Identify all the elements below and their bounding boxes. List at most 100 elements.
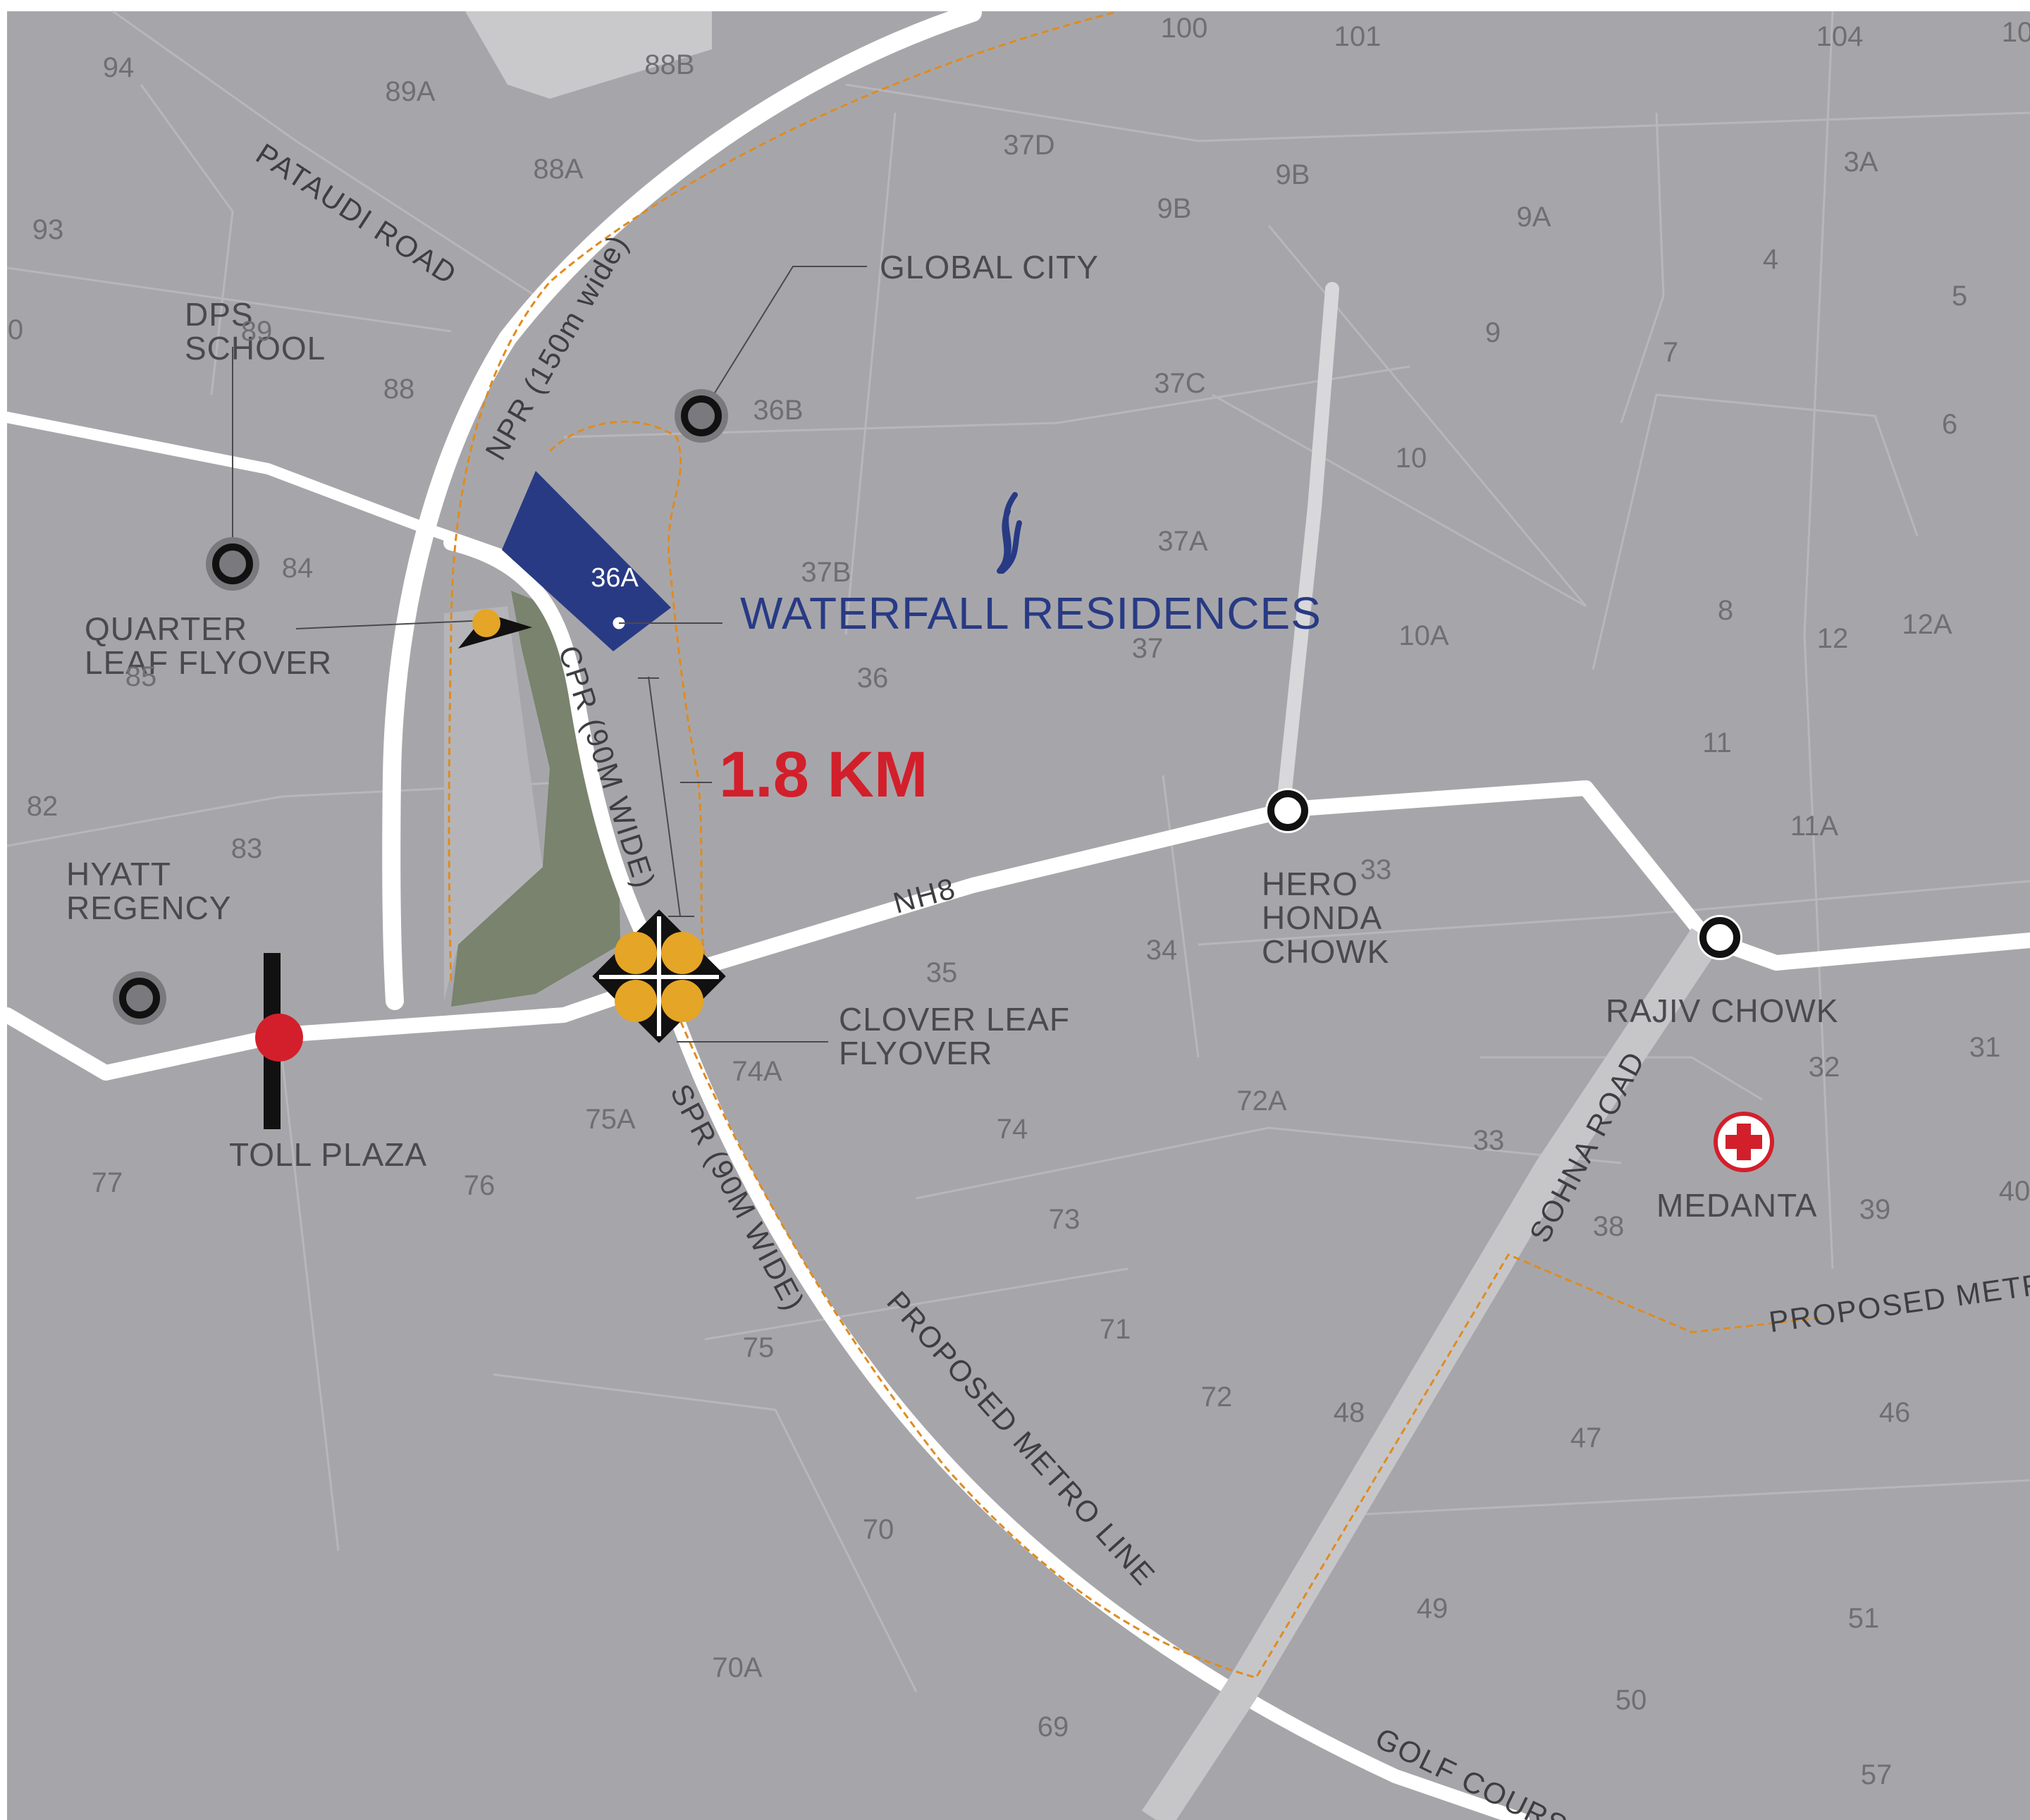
sector-label: 32 — [1809, 1052, 1840, 1083]
sector-label: 8 — [1718, 595, 1733, 626]
sector-label: 40 — [1999, 1176, 2030, 1207]
sector-label: 34 — [1146, 935, 1178, 966]
hyatt-line-2: REGENCY — [66, 890, 231, 926]
location-ring-icon[interactable] — [1265, 788, 1310, 833]
location-ring-icon[interactable] — [675, 389, 728, 443]
sector-label: 39 — [1859, 1194, 1891, 1225]
sector-label: 9A — [1517, 202, 1551, 233]
clover-leaf-label: CLOVER LEAF FLYOVER — [839, 1001, 1080, 1071]
sector-label: 75A — [585, 1104, 635, 1135]
sector-label: 100 — [1161, 13, 1208, 44]
sector-label: 57 — [1861, 1759, 1893, 1790]
hyatt-label: HYATT REGENCY — [66, 856, 231, 926]
sector-label: 85 — [125, 661, 157, 692]
sector-label: 70A — [712, 1652, 762, 1683]
rajiv-chowk-label: RAJIV CHOWK — [1606, 992, 1838, 1029]
sector-label: 51 — [1848, 1603, 1880, 1634]
sector-label: 74 — [997, 1114, 1028, 1145]
toll-plaza-icon[interactable] — [255, 953, 303, 1129]
sector-label: 36B — [753, 395, 803, 426]
global-city-label: GLOBAL CITY — [880, 249, 1099, 285]
hero-honda-spur — [1276, 282, 1339, 818]
hospital-cross-icon[interactable] — [1714, 1112, 1774, 1172]
sector-label: 84 — [282, 553, 314, 584]
sector-label: 9B — [1276, 159, 1310, 190]
quarter-leaf-line-1: QUARTER — [85, 610, 247, 647]
quarter-leaf-line-2: LEAF FLYOVER — [85, 644, 332, 681]
sector-label: 73 — [1049, 1204, 1081, 1235]
hero-honda-line-2: HONDA — [1262, 899, 1382, 936]
sector-label: 38 — [1593, 1211, 1625, 1242]
sector-label: 6 — [1942, 409, 1957, 440]
sector-label: 11 — [1702, 727, 1732, 758]
sector-label: 9B — [1157, 193, 1192, 224]
dps-school-line-2: SCHOOL — [185, 330, 326, 367]
sector-label: 88A — [533, 154, 583, 185]
sector-label: 75 — [743, 1332, 775, 1363]
sector-label: 37 — [1132, 633, 1164, 664]
sector-label: 48 — [1334, 1397, 1365, 1428]
sector-label: 37C — [1154, 368, 1205, 399]
quarter-leaf-label: QUARTER LEAF FLYOVER — [85, 610, 332, 681]
sector-label: 37A — [1157, 526, 1207, 557]
sector-label: 89 — [241, 316, 273, 347]
sector-label: 3A — [1844, 147, 1878, 178]
sector-label: 0 — [8, 314, 23, 345]
sector-label: 104 — [1816, 21, 1864, 52]
sector-label: 74A — [732, 1056, 782, 1087]
sector-label: 31 — [1969, 1032, 2001, 1063]
sector-label: 89A — [385, 76, 435, 107]
location-ring-icon[interactable] — [206, 537, 259, 591]
project-title: WATERFALL RESIDENCES — [740, 588, 1322, 639]
sector-label: 94 — [103, 52, 135, 83]
sector-label: 50 — [1616, 1685, 1647, 1716]
sector-label: 69 — [1038, 1711, 1069, 1742]
quarter-leaf-flyover[interactable] — [458, 609, 532, 648]
metro-line — [448, 11, 1114, 984]
sector-label: 4 — [1763, 244, 1778, 275]
clover-leaf-line-2: FLYOVER — [839, 1035, 992, 1071]
sector-label: 11A — [1790, 811, 1839, 842]
project-plot-label: 36A — [591, 563, 639, 593]
sohna-road — [1141, 928, 1720, 1820]
sector-label: 33 — [1473, 1125, 1505, 1156]
location-ring-icon[interactable] — [113, 971, 166, 1025]
sector-labels: 94 89A 88B 100 101 104 10 93 88A 37D 9B … — [8, 13, 2030, 1790]
light-parcel — [465, 11, 712, 99]
sector-label: 7 — [1663, 337, 1678, 368]
hyatt-line-1: HYATT — [66, 856, 171, 892]
clover-leaf-flyover[interactable] — [592, 909, 726, 1043]
sector-label: 71 — [1100, 1314, 1131, 1345]
toll-plaza-label: TOLL PLAZA — [229, 1136, 427, 1173]
sector-label: 12 — [1817, 623, 1849, 654]
clover-leaf-line-1: CLOVER LEAF — [839, 1001, 1070, 1038]
hero-honda-line-1: HERO — [1262, 866, 1358, 902]
sector-label: 36 — [857, 663, 889, 694]
sector-label: 33 — [1360, 854, 1392, 885]
medanta-label: MEDANTA — [1656, 1187, 1818, 1224]
sector-label: 10A — [1398, 620, 1448, 651]
sector-label: 72A — [1236, 1086, 1286, 1117]
location-ring-icon[interactable] — [1697, 915, 1742, 960]
project-plot-36a[interactable] — [502, 471, 671, 651]
sector-label: 88B — [644, 49, 694, 80]
cpr-road — [443, 535, 667, 973]
metro-line-loop — [548, 420, 706, 959]
sector-label: 9 — [1485, 317, 1501, 348]
waterfall-logo-icon — [997, 492, 1022, 574]
sector-label: 35 — [926, 957, 958, 988]
sector-label: 70 — [863, 1514, 894, 1545]
sector-label: 10 — [1396, 443, 1427, 474]
sector-label: 37B — [801, 557, 851, 588]
sector-label: 37D — [1003, 130, 1054, 161]
leader-lines — [232, 266, 867, 1043]
distance-label: 1.8 KM — [719, 739, 928, 811]
sector-label: 47 — [1570, 1422, 1602, 1453]
sector-label: 82 — [27, 791, 59, 822]
sector-label: 83 — [231, 833, 263, 864]
hero-honda-line-3: CHOWK — [1262, 933, 1389, 970]
light-plot — [444, 606, 543, 1001]
metro-line-south — [654, 958, 1819, 1679]
sector-label: 10 — [2002, 17, 2030, 48]
